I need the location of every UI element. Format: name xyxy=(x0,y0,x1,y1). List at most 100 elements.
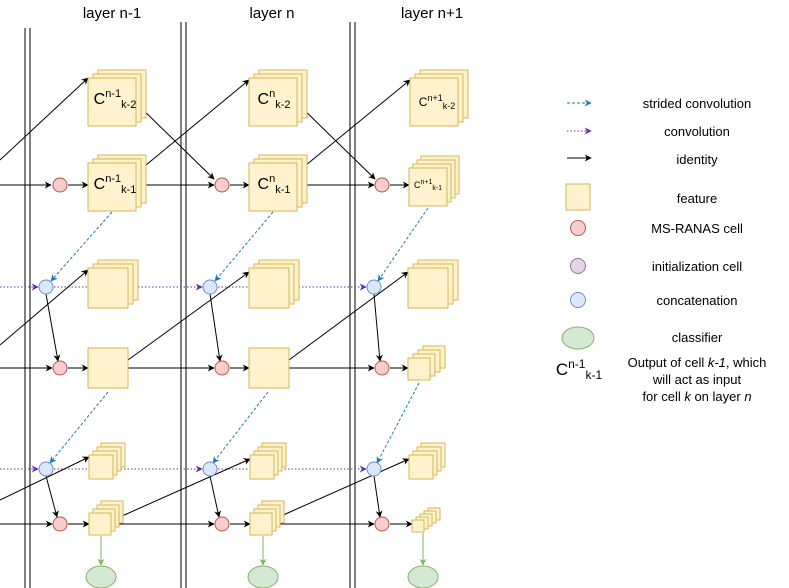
feature-map xyxy=(407,357,431,381)
feature-map xyxy=(408,167,448,207)
legend-classifier-label: classifier xyxy=(672,330,723,345)
legend-concat-label: concatenation xyxy=(657,293,738,308)
feature-map xyxy=(248,77,298,127)
column-title-n: layer n xyxy=(249,5,294,22)
identity-edge xyxy=(45,293,61,362)
strided-convolution-edge xyxy=(376,382,420,464)
legend-output-desc-line3: for cell k on layer n xyxy=(642,389,751,404)
strided-convolution-edge xyxy=(50,211,113,282)
feature-map xyxy=(408,454,434,480)
feature-stack-c0-r1 xyxy=(87,154,147,212)
feature-map xyxy=(411,519,425,533)
legend-init-icon xyxy=(570,258,586,274)
feature-map xyxy=(407,267,449,309)
identity-edge xyxy=(139,79,250,171)
feature-map xyxy=(409,77,459,127)
identity-edge xyxy=(0,269,89,346)
feature-stack-c0-r3 xyxy=(87,347,129,389)
legend-classifier-icon xyxy=(561,326,595,350)
feature-stack-c1-r3 xyxy=(248,347,290,389)
concatenation-node xyxy=(38,279,54,295)
identity-edge xyxy=(209,475,222,518)
feature-map xyxy=(248,162,298,212)
column-title-n-minus-1: layer n-1 xyxy=(83,5,141,22)
identity-edge xyxy=(299,79,411,171)
feature-map xyxy=(248,347,290,389)
identity-edge xyxy=(373,475,383,518)
legend-strided-label: strided convolution xyxy=(643,96,751,111)
classifier-node xyxy=(247,565,279,588)
feature-map xyxy=(249,512,273,536)
legend-concat-icon xyxy=(570,292,586,308)
feature-stack-c1-r0 xyxy=(248,69,308,127)
strided-convolution-edge xyxy=(214,211,274,282)
ms-ranas-cell xyxy=(214,360,230,376)
ms-ranas-cell xyxy=(374,516,390,532)
feature-stack-c0-r2 xyxy=(87,259,139,309)
feature-map xyxy=(249,454,275,480)
ms-ranas-cell xyxy=(214,177,230,193)
feature-stack-c1-r5 xyxy=(249,500,285,536)
feature-stack-c0-r4 xyxy=(88,442,126,480)
identity-edge xyxy=(373,293,383,362)
ms-ranas-cell xyxy=(214,516,230,532)
cell-label-col2-row0: Cn+1k-2 xyxy=(419,93,455,111)
feature-stack-c2-r3 xyxy=(407,345,446,381)
feature-map xyxy=(87,267,129,309)
concatenation-node xyxy=(366,461,382,477)
feature-stack-c2-r1 xyxy=(408,155,460,207)
concatenation-node xyxy=(366,279,382,295)
feature-map xyxy=(87,162,137,212)
cell-label-col0-row0: Cn-1k-2 xyxy=(94,88,137,111)
identity-edge xyxy=(209,293,223,362)
identity-edge xyxy=(0,77,89,161)
feature-stack-c1-r2 xyxy=(248,259,300,309)
feature-stack-c2-r4 xyxy=(408,442,446,480)
feature-stack-c0-r5 xyxy=(88,500,124,536)
ms-ranas-cell xyxy=(52,516,68,532)
feature-map xyxy=(88,512,112,536)
feature-map xyxy=(87,77,137,127)
legend-output-desc-line2: will act as input xyxy=(652,372,742,387)
concatenation-node xyxy=(202,461,218,477)
feature-stack-c2-r5 xyxy=(411,507,441,533)
edges xyxy=(0,77,429,566)
feature-stack-c2-r0 xyxy=(409,69,469,127)
identity-edge xyxy=(288,271,409,361)
legend-conv-label: convolution xyxy=(664,124,730,139)
legend-feature-label: feature xyxy=(677,191,717,206)
legend-output-desc-line1: Output of cell k-1, which xyxy=(628,355,767,370)
ms-ranas-cell xyxy=(374,360,390,376)
legend-output-symbol: Cn-1k-1 xyxy=(556,357,603,382)
layer-separators xyxy=(24,22,356,588)
column-title-n-plus-1: layer n+1 xyxy=(401,5,463,22)
ms-ranas-cell xyxy=(52,360,68,376)
ms-ranas-cell xyxy=(52,177,68,193)
nodes xyxy=(38,69,469,588)
cell-label-col1-row0: Cnk-2 xyxy=(258,88,291,111)
cell-label-col0-row1: Cn-1k-1 xyxy=(94,173,137,196)
classifier-node xyxy=(407,565,439,588)
identity-edge xyxy=(112,458,251,521)
identity-edge xyxy=(127,271,250,361)
identity-edge xyxy=(0,456,90,501)
feature-stack-c2-r2 xyxy=(407,259,459,309)
classifier-node xyxy=(85,565,117,588)
feature-map xyxy=(88,454,114,480)
legend-identity-label: identity xyxy=(676,152,718,167)
concatenation-node xyxy=(38,461,54,477)
feature-stack-c1-r1 xyxy=(248,154,308,212)
identity-edge xyxy=(45,475,59,518)
feature-map xyxy=(87,347,129,389)
feature-stack-c1-r4 xyxy=(249,442,287,480)
strided-convolution-edge xyxy=(49,391,109,464)
cell-label-col1-row1: Cnk-1 xyxy=(258,173,291,196)
concatenation-node xyxy=(202,279,218,295)
feature-stack-c0-r0 xyxy=(87,69,147,127)
cell-label-col2-row1: Cn+1k-1 xyxy=(414,179,442,192)
feature-map xyxy=(248,267,290,309)
legend-feature-swatch xyxy=(565,183,591,211)
legend: strided convolution convolution identity… xyxy=(556,96,767,404)
identity-edge xyxy=(271,458,410,521)
